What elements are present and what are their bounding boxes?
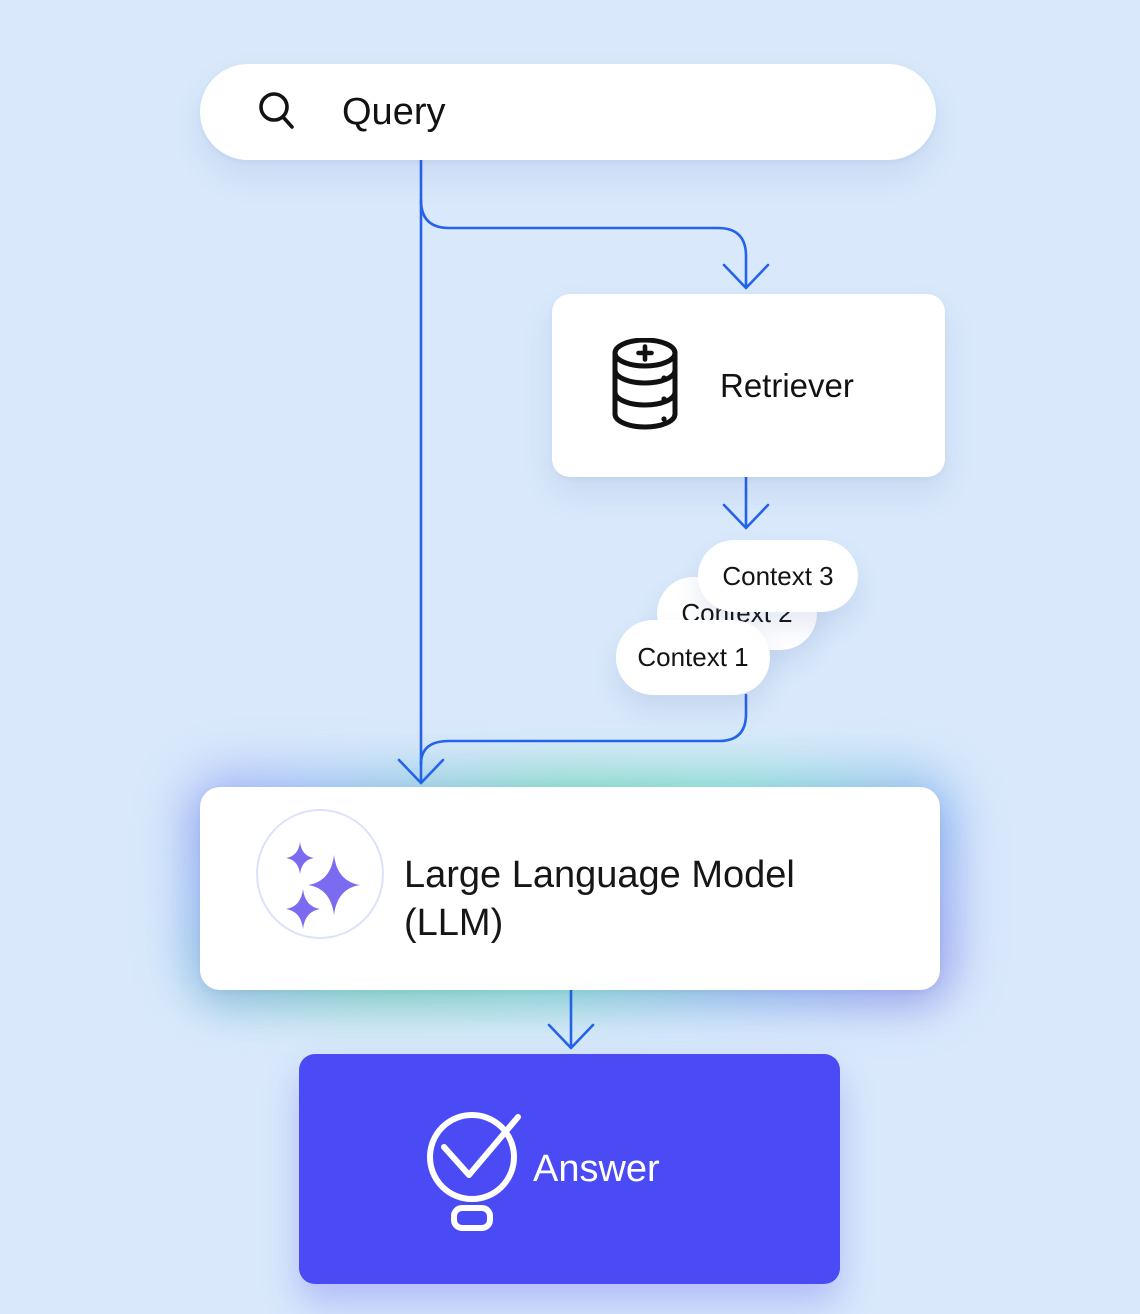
context-bubble-3: Context 3 [698, 540, 858, 612]
line-contexts-to-llm [419, 693, 748, 766]
answer-label: Answer [533, 1147, 660, 1190]
context-3-label: Context 3 [722, 560, 834, 591]
search-icon [259, 92, 294, 129]
llm-label: Large Language Model (LLM) [404, 854, 795, 944]
retriever-node: Retriever [552, 294, 945, 477]
context-1-label: Context 1 [637, 642, 749, 672]
sparkles-icon [286, 842, 360, 929]
arrow-llm-to-answer [547, 988, 595, 1050]
answer-node: Answer [299, 1054, 840, 1284]
query-node: Query [200, 64, 936, 160]
llm-node: Large Language Model (LLM) [200, 787, 940, 990]
arrow-query-to-llm [397, 158, 445, 785]
sparkles-badge [256, 809, 384, 939]
arrow-query-to-retriever [419, 198, 770, 290]
retriever-label: Retriever [720, 366, 854, 404]
context-bubble-1: Context 1 [616, 620, 770, 695]
arrow-retriever-to-contexts [722, 475, 770, 530]
query-label: Query [342, 90, 446, 133]
lightbulb-check-icon [427, 1112, 521, 1231]
database-add-icon [612, 338, 678, 430]
